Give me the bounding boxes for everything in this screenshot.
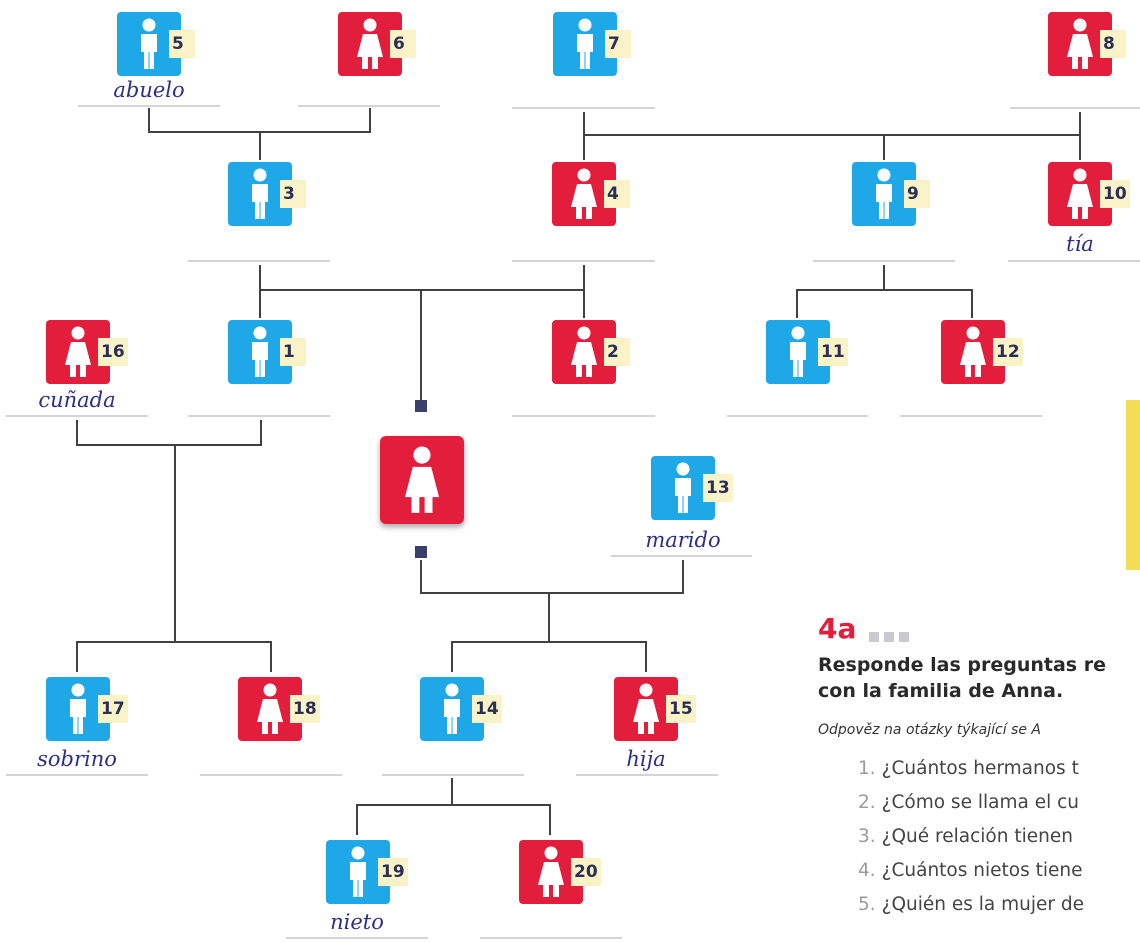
person-18-female	[238, 677, 302, 741]
person-number-label: 20	[571, 858, 601, 886]
male-figure-icon	[444, 683, 460, 734]
male-figure-icon	[252, 326, 268, 377]
female-figure-icon	[1067, 18, 1093, 69]
person-16-female	[46, 320, 110, 384]
male-figure-icon	[790, 326, 806, 377]
relationship-word: nieto	[330, 910, 384, 934]
male-figure-icon	[876, 168, 892, 219]
male-figure-icon	[350, 846, 366, 897]
person-number-label: 2	[604, 338, 630, 366]
relationship-word: cuñada	[38, 388, 116, 412]
person-6-female	[338, 12, 402, 76]
female-figure-icon	[571, 326, 597, 377]
exercise-number: 4a	[818, 612, 857, 645]
relationship-word: tía	[1066, 232, 1094, 256]
person-number-label: 1	[280, 338, 306, 366]
female-figure-icon	[65, 326, 91, 377]
anna-person-icon	[380, 436, 464, 524]
male-figure-icon	[141, 18, 157, 69]
person-number-label: 7	[605, 30, 631, 58]
relationship-word: abuelo	[113, 78, 185, 102]
person-5-male	[117, 12, 181, 76]
question-1: 1.¿Cuántos hermanos t	[858, 758, 1079, 779]
male-figure-icon	[252, 168, 268, 219]
person-number-label: 5	[169, 30, 195, 58]
person-number-label: 3	[280, 180, 306, 208]
person-number-label: 15	[666, 695, 696, 723]
relationship-word: sobrino	[37, 747, 117, 771]
person-number-label: 11	[818, 338, 848, 366]
person-number-label: 4	[604, 180, 630, 208]
exercise-level-dots	[869, 627, 914, 646]
anna-top-marker	[415, 400, 427, 412]
person-number-label: 6	[390, 30, 416, 58]
question-3: 3.¿Qué relación tienen	[858, 826, 1073, 847]
female-figure-icon	[1067, 168, 1093, 219]
female-figure-icon	[960, 326, 986, 377]
male-figure-icon	[70, 683, 86, 734]
exercise-title: Responde las preguntas re con la familia…	[818, 654, 1106, 702]
person-number-label: 19	[378, 858, 408, 886]
person-number-label: 13	[703, 474, 733, 502]
yellow-note-edge	[1126, 400, 1140, 570]
relationship-word: hija	[626, 747, 666, 771]
person-number-label: 10	[1100, 180, 1130, 208]
person-number-label: 9	[904, 180, 930, 208]
female-figure-icon	[633, 683, 659, 734]
person-number-label: 18	[290, 695, 320, 723]
anna-bottom-marker	[415, 546, 427, 558]
female-figure-icon	[404, 446, 440, 513]
male-figure-icon	[675, 462, 691, 513]
person-4-female	[552, 162, 616, 226]
person-number-label: 16	[98, 338, 128, 366]
female-figure-icon	[257, 683, 283, 734]
person-12-female	[941, 320, 1005, 384]
exercise-subtitle: Odpověz na otázky týkající se A	[818, 722, 1041, 738]
person-number-label: 12	[993, 338, 1023, 366]
person-number-label: 17	[98, 695, 128, 723]
female-figure-icon	[538, 846, 564, 897]
male-figure-icon	[577, 18, 593, 69]
question-2: 2.¿Cómo se llama el cu	[858, 792, 1079, 813]
question-5: 5.¿Quién es la mujer de	[858, 894, 1085, 915]
female-figure-icon	[357, 18, 383, 69]
person-number-label: 14	[472, 695, 502, 723]
female-figure-icon	[571, 168, 597, 219]
question-4: 4.¿Cuántos nietos tiene	[858, 860, 1083, 881]
relationship-word: marido	[645, 528, 721, 552]
person-number-label: 8	[1100, 30, 1126, 58]
